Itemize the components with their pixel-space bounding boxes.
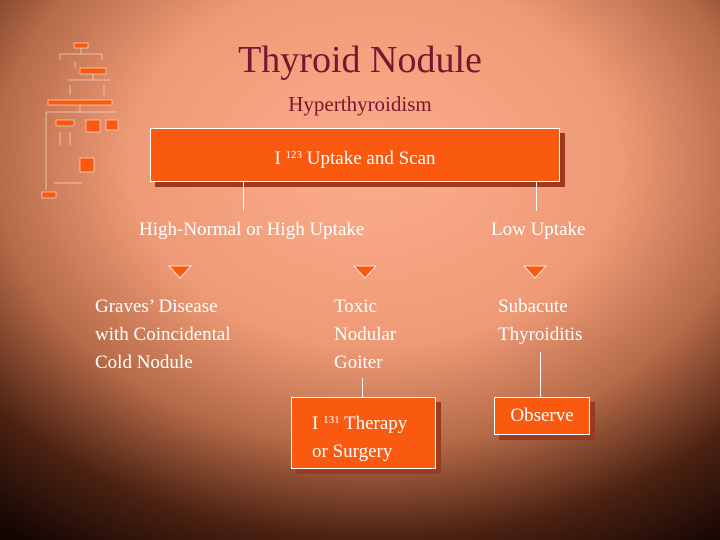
subacute-line-1: Subacute bbox=[498, 296, 568, 317]
branch-low-uptake: Low Uptake bbox=[491, 219, 586, 240]
branch-high-uptake: High-Normal or High Uptake bbox=[139, 219, 365, 240]
observe-box: Observe bbox=[494, 397, 590, 435]
arrow-down-icon bbox=[353, 265, 377, 279]
graves-disease-text: Graves’ Disease with Coincidental Cold N… bbox=[95, 293, 231, 377]
therapy-isotope: 131 bbox=[323, 414, 340, 426]
toxic-nodular-goiter-text: Toxic Nodular Goiter bbox=[334, 293, 396, 377]
therapy-label: Therapy bbox=[344, 413, 408, 434]
toxic-line-3: Goiter bbox=[334, 352, 383, 373]
connector-top-left bbox=[243, 181, 244, 211]
arrow-down-icon bbox=[523, 265, 547, 279]
graves-line-2: with Coincidental bbox=[95, 324, 231, 345]
slide-subtitle: Hyperthyroidism bbox=[288, 92, 432, 116]
flowchart-overview-thumbnail bbox=[41, 42, 119, 199]
connector-thyroiditis-observe bbox=[540, 352, 541, 397]
uptake-scan-label: Uptake and Scan bbox=[306, 148, 436, 169]
subacute-line-2: Thyroiditis bbox=[498, 324, 583, 345]
toxic-line-1: Toxic bbox=[334, 296, 377, 317]
toxic-line-2: Nodular bbox=[334, 324, 397, 345]
graves-line-1: Graves’ Disease bbox=[95, 296, 218, 317]
uptake-scan-prefix: I bbox=[274, 148, 281, 169]
graves-line-3: Cold Nodule bbox=[95, 352, 193, 373]
subacute-thyroiditis-text: Subacute Thyroiditis bbox=[498, 293, 582, 349]
arrow-down-icon bbox=[168, 265, 192, 279]
therapy-or-surgery-box: I 131 Therapy or Surgery bbox=[291, 397, 436, 469]
connector-top-right bbox=[536, 181, 537, 211]
uptake-scan-box: I 123 Uptake and Scan bbox=[150, 128, 560, 182]
slide-title: Thyroid Nodule bbox=[238, 39, 482, 81]
therapy-prefix: I bbox=[312, 413, 319, 434]
therapy-line-2: or Surgery bbox=[312, 441, 393, 462]
uptake-scan-isotope: 123 bbox=[285, 149, 303, 161]
connector-goiter-therapy bbox=[362, 378, 363, 398]
